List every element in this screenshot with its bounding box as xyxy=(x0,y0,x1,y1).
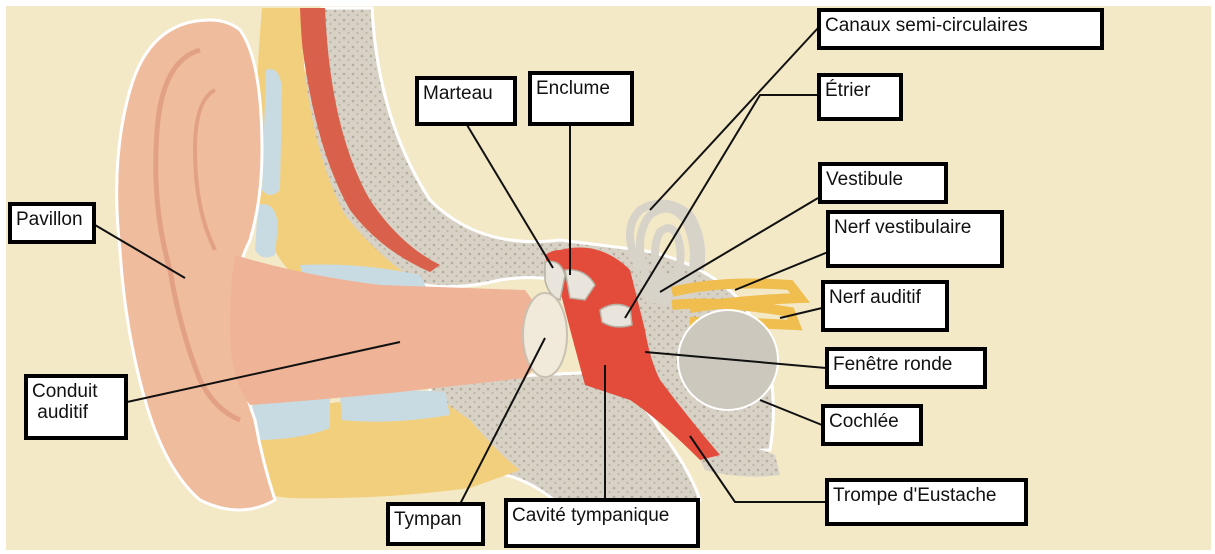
label-etrier: Étrier xyxy=(817,73,903,121)
label-marteau: Marteau xyxy=(415,76,517,126)
eardrum xyxy=(523,293,567,377)
label-conduit-auditif: Conduit auditif xyxy=(24,374,128,440)
label-fenetre-ronde: Fenêtre ronde xyxy=(825,347,987,389)
label-cavite-tympanique: Cavité tympanique xyxy=(504,498,700,548)
label-enclume: Enclume xyxy=(528,71,634,126)
label-vestibule: Vestibule xyxy=(818,162,948,204)
label-tympan: Tympan xyxy=(386,502,485,546)
label-trompe-eustache: Trompe d'Eustache xyxy=(825,478,1028,526)
label-nerf-auditif: Nerf auditif xyxy=(821,280,949,332)
label-pavillon: Pavillon xyxy=(8,202,96,244)
label-cochlee: Cochlée xyxy=(821,404,923,446)
label-nerf-vestibulaire: Nerf vestibulaire xyxy=(826,210,1004,268)
tissue-strip-2 xyxy=(255,204,278,257)
label-canaux-semi-circulaires: Canaux semi-circulaires xyxy=(817,8,1104,50)
